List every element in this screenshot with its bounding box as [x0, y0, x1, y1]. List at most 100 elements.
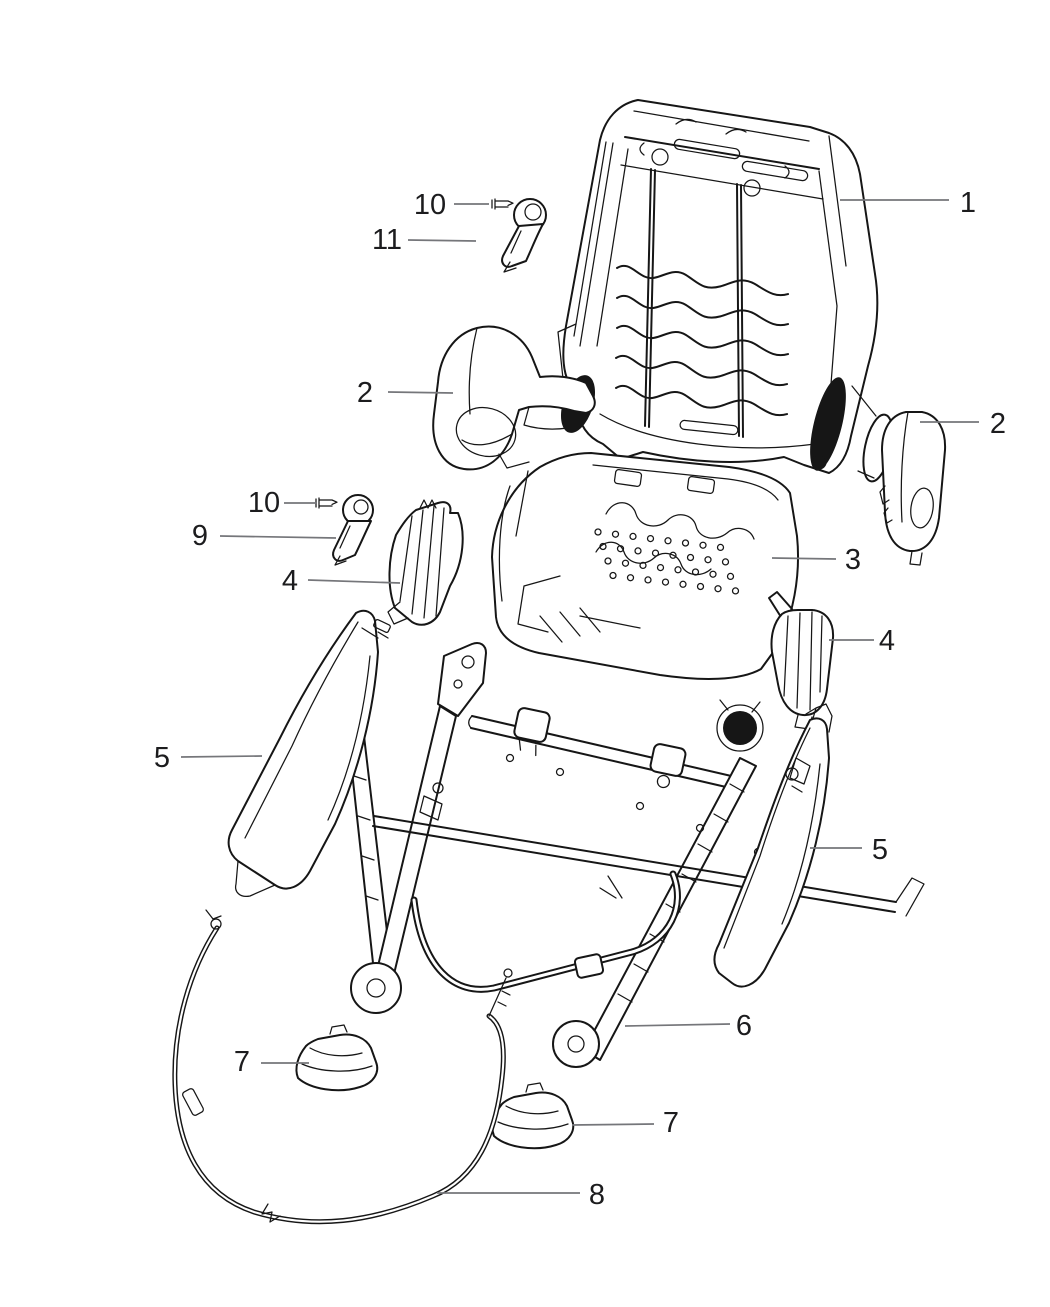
seat-adjuster-stroke-stroke	[649, 743, 687, 777]
cushion-pan-perforations-stroke	[714, 585, 722, 593]
cushion-pan-perforations-stroke	[699, 541, 707, 549]
seat-back-frame-stroke	[624, 136, 820, 170]
exploded-seat-diagram: Exploded parts diagram of a vehicle fron…	[40, 16, 1050, 1291]
seat-back-frame-stroke	[644, 168, 744, 438]
seat-adjuster-stroke	[513, 707, 551, 757]
cushion-pan-perforations-stroke	[664, 537, 672, 545]
callout-9-label: 9	[192, 520, 208, 552]
cushion-pan-perforations-stroke	[691, 568, 700, 576]
track-shield-right-stroke	[789, 757, 811, 793]
screw-upper-stroke	[491, 198, 514, 210]
callout-5-left-label: 5	[154, 742, 170, 774]
seat-adjuster-stroke	[419, 795, 623, 899]
cushion-pan-perforations-stroke	[661, 578, 670, 586]
release-cable	[172, 909, 513, 1225]
cushion-pan-perforations-stroke	[611, 530, 620, 538]
recliner-shield-left	[432, 325, 596, 471]
seat-adjuster	[329, 642, 925, 1068]
inner-shield-right	[768, 591, 835, 730]
seat-back-frame-stroke	[810, 377, 846, 471]
seat-adjuster-stroke	[573, 953, 605, 979]
cushion-pan-stroke	[605, 502, 755, 540]
cushion-pan-perforations-stroke	[726, 572, 735, 581]
seat-adjuster-stroke	[555, 767, 565, 777]
seat-back-frame-stroke	[673, 138, 741, 160]
track-shield-right-stroke	[713, 717, 830, 988]
callout-2-left-leader	[387, 391, 454, 394]
callout-1-label: 1	[960, 187, 976, 219]
track-shield-right-stroke	[805, 703, 833, 733]
track-shield-right-stroke	[785, 767, 799, 781]
seat-back-frame-stroke	[639, 118, 790, 179]
seat-adjuster-stroke	[372, 815, 897, 913]
recliner-shield-right-stroke	[879, 485, 923, 566]
callout-2-left-label: 2	[357, 377, 373, 409]
inner-shield-right-stroke	[783, 611, 823, 711]
callout-10-lower-label: 10	[248, 487, 280, 519]
seat-adjuster-stroke	[468, 715, 744, 791]
callout-3-leader	[771, 557, 837, 560]
track-cover-right	[491, 1082, 575, 1150]
cushion-pan-perforations-stroke	[709, 570, 717, 578]
cushion-pan-stroke	[592, 464, 779, 501]
recliner-shield-right	[879, 411, 947, 566]
inner-shield-right-stroke	[770, 609, 835, 717]
cushion-pan-perforations-stroke	[686, 553, 695, 562]
callout-6-leader	[624, 1023, 731, 1027]
track-shield-left	[227, 609, 391, 898]
cushion-pan-perforations-stroke	[704, 556, 712, 564]
inner-shield-right-stroke	[768, 591, 793, 618]
track-shield-left-stroke	[373, 619, 391, 633]
lever-handle-stroke	[501, 223, 544, 268]
seat-back-frame-stroke	[851, 385, 877, 479]
inner-shield-left-stroke	[419, 499, 437, 509]
track-cover-left-stroke	[295, 1024, 379, 1092]
seat-adjuster-stroke	[567, 1035, 585, 1053]
track-cover-right-stroke	[491, 1082, 575, 1150]
cushion-pan-perforations-stroke	[656, 563, 665, 572]
track-shield-left-stroke	[244, 621, 371, 839]
cushion-pan-perforations-stroke	[721, 558, 730, 566]
seat-adjuster-stroke	[505, 753, 515, 763]
callout-7-right-label: 7	[663, 1107, 679, 1139]
seat-adjuster-stroke	[719, 699, 761, 713]
cushion-pan-stroke	[613, 469, 643, 487]
cushion-pan-stroke	[595, 541, 712, 576]
cushion-pan-perforations-stroke	[731, 587, 740, 595]
cushion-pan-perforations-stroke	[604, 557, 612, 565]
seat-back-frame-stroke	[741, 160, 809, 182]
seat-back-frame-stroke	[811, 454, 827, 470]
cushion-pan-perforations-stroke	[639, 561, 647, 570]
inner-shield-left-stroke	[388, 501, 464, 626]
seat-adjuster-stroke	[461, 655, 475, 669]
seat-adjuster-stroke	[437, 642, 487, 717]
recliner-shield-left-stroke	[523, 406, 576, 430]
cushion-pan-stroke	[686, 476, 716, 494]
callout-4-right-label: 4	[879, 625, 895, 657]
seat-adjuster-stroke	[716, 704, 764, 752]
track-shield-right-stroke	[723, 727, 821, 949]
screw-lower-stroke	[315, 497, 338, 509]
seat-adjuster-stroke	[649, 743, 687, 789]
callout-10-upper-label: 10	[414, 189, 446, 221]
release-cable-stroke	[182, 1088, 204, 1116]
inner-shield-left	[387, 499, 464, 626]
recliner-handle-stroke	[353, 499, 369, 515]
seat-adjuster-stroke	[635, 801, 645, 811]
seat-back-frame-stroke	[651, 148, 669, 166]
cushion-pan-perforations-stroke	[626, 574, 635, 582]
track-shield-left-stroke	[361, 627, 389, 639]
callout-5-right-label: 5	[872, 834, 888, 866]
callout-11-leader	[407, 239, 477, 242]
recliner-handle-stroke	[332, 520, 372, 562]
lever-handle	[501, 198, 547, 273]
seat-back-frame	[557, 99, 894, 483]
inner-shield-left-stroke	[387, 601, 409, 625]
cushion-pan-perforations-stroke	[681, 539, 690, 547]
recliner-shield-left-stroke	[498, 453, 530, 469]
recliner-shield-left-stroke	[432, 325, 596, 471]
track-shield-left-stroke	[227, 609, 379, 890]
screw-upper	[491, 198, 514, 210]
seat-adjuster-stroke	[470, 715, 741, 791]
